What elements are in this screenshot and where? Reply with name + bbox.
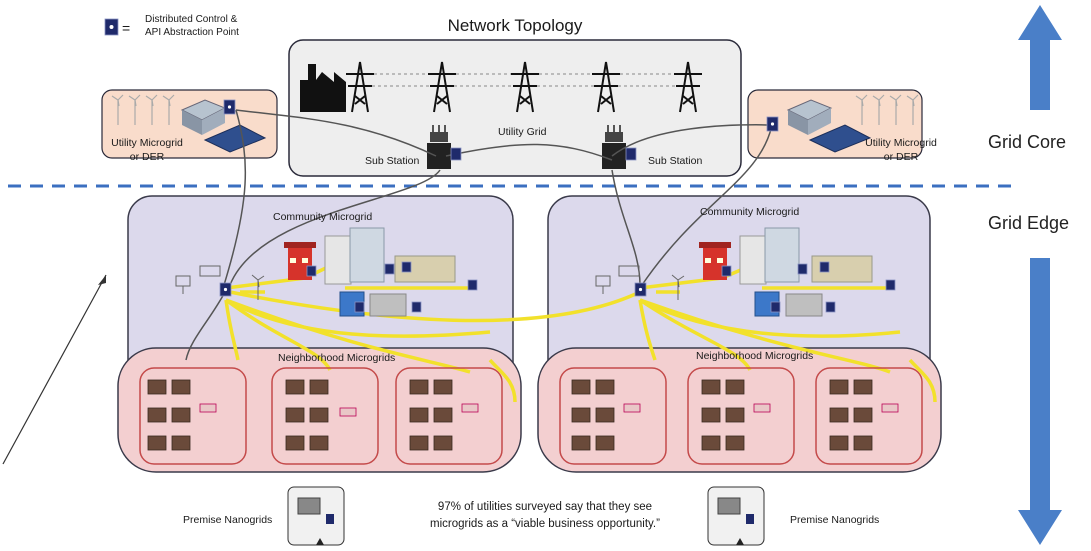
substation-right-label: Sub Station — [648, 155, 703, 167]
grid-core-label: Grid Core — [988, 132, 1067, 152]
footer-line-2: microgrids as a “viable business opportu… — [430, 518, 660, 530]
control-connections — [185, 109, 773, 361]
tower-icon — [346, 61, 374, 113]
left-der-label: Utility Microgrid or DER — [104, 136, 190, 164]
battery-pack-icons — [199, 403, 899, 417]
wind-turbines-left-icon — [111, 94, 175, 125]
footer-line-1: 97% of utilities surveyed say that they … — [437, 501, 653, 513]
solar-panel-right-icon — [595, 275, 611, 294]
control-point-markers — [109, 25, 775, 292]
legend-line-2: API Abstraction Point — [145, 27, 239, 38]
der-left-equipment-icon — [180, 99, 267, 153]
community-right-label: Community Microgrid — [700, 206, 800, 218]
neighborhood-right-label: Neighborhood Microgrids — [696, 350, 814, 362]
premise-right-box — [707, 486, 765, 546]
meter-left-icon — [199, 265, 221, 277]
legend-line-1: Distributed Control & — [145, 14, 238, 25]
premise-left-box — [287, 486, 345, 546]
left-der-line-2: or DER — [129, 151, 165, 163]
right-der-label: Utility Microgrid or DER — [858, 136, 944, 164]
left-der-line-1: Utility Microgrid — [111, 137, 183, 149]
right-der-line-2: or DER — [883, 151, 919, 163]
house-icons — [147, 379, 873, 451]
grid-edge-arrow — [1018, 258, 1062, 545]
pointer-line — [2, 274, 107, 465]
tower-icon — [428, 61, 456, 113]
substation-right-icon — [602, 125, 626, 169]
right-der-line-1: Utility Microgrid — [865, 137, 937, 149]
solar-panel-left-icon — [175, 275, 191, 294]
wind-turbine-right-icon — [671, 274, 685, 300]
premise-right-house-icon — [717, 497, 754, 545]
grid-core-arrow — [1018, 5, 1062, 110]
der-right-equipment-icon — [786, 99, 872, 153]
premise-right-label: Premise Nanogrids — [790, 514, 880, 526]
diagram-title: Network Topology — [447, 16, 583, 35]
premise-left-label: Premise Nanogrids — [183, 514, 273, 526]
power-lines — [372, 73, 676, 87]
factory-icon — [300, 64, 346, 112]
tower-icon — [592, 61, 620, 113]
legend-equals: = — [122, 20, 131, 36]
community-left-label: Community Microgrid — [273, 211, 373, 223]
premise-left-house-icon — [297, 497, 334, 545]
neighborhood-right-groups — [559, 367, 923, 465]
substation-left-label: Sub Station — [365, 155, 420, 167]
neighborhood-left-label: Neighborhood Microgrids — [278, 352, 396, 364]
wind-turbines-right-icon — [855, 94, 919, 125]
grid-edge-label: Grid Edge — [988, 213, 1070, 233]
wind-turbine-left-icon — [251, 274, 265, 300]
neighborhood-left-groups — [139, 367, 503, 465]
utility-grid-label: Utility Grid — [498, 126, 547, 138]
pointer-arrowhead — [98, 275, 106, 285]
meter-right-icon — [618, 265, 640, 277]
footer-statement: 97% of utilities surveyed say that they … — [380, 499, 710, 533]
tower-icon — [511, 61, 539, 113]
tower-icon — [674, 61, 702, 113]
